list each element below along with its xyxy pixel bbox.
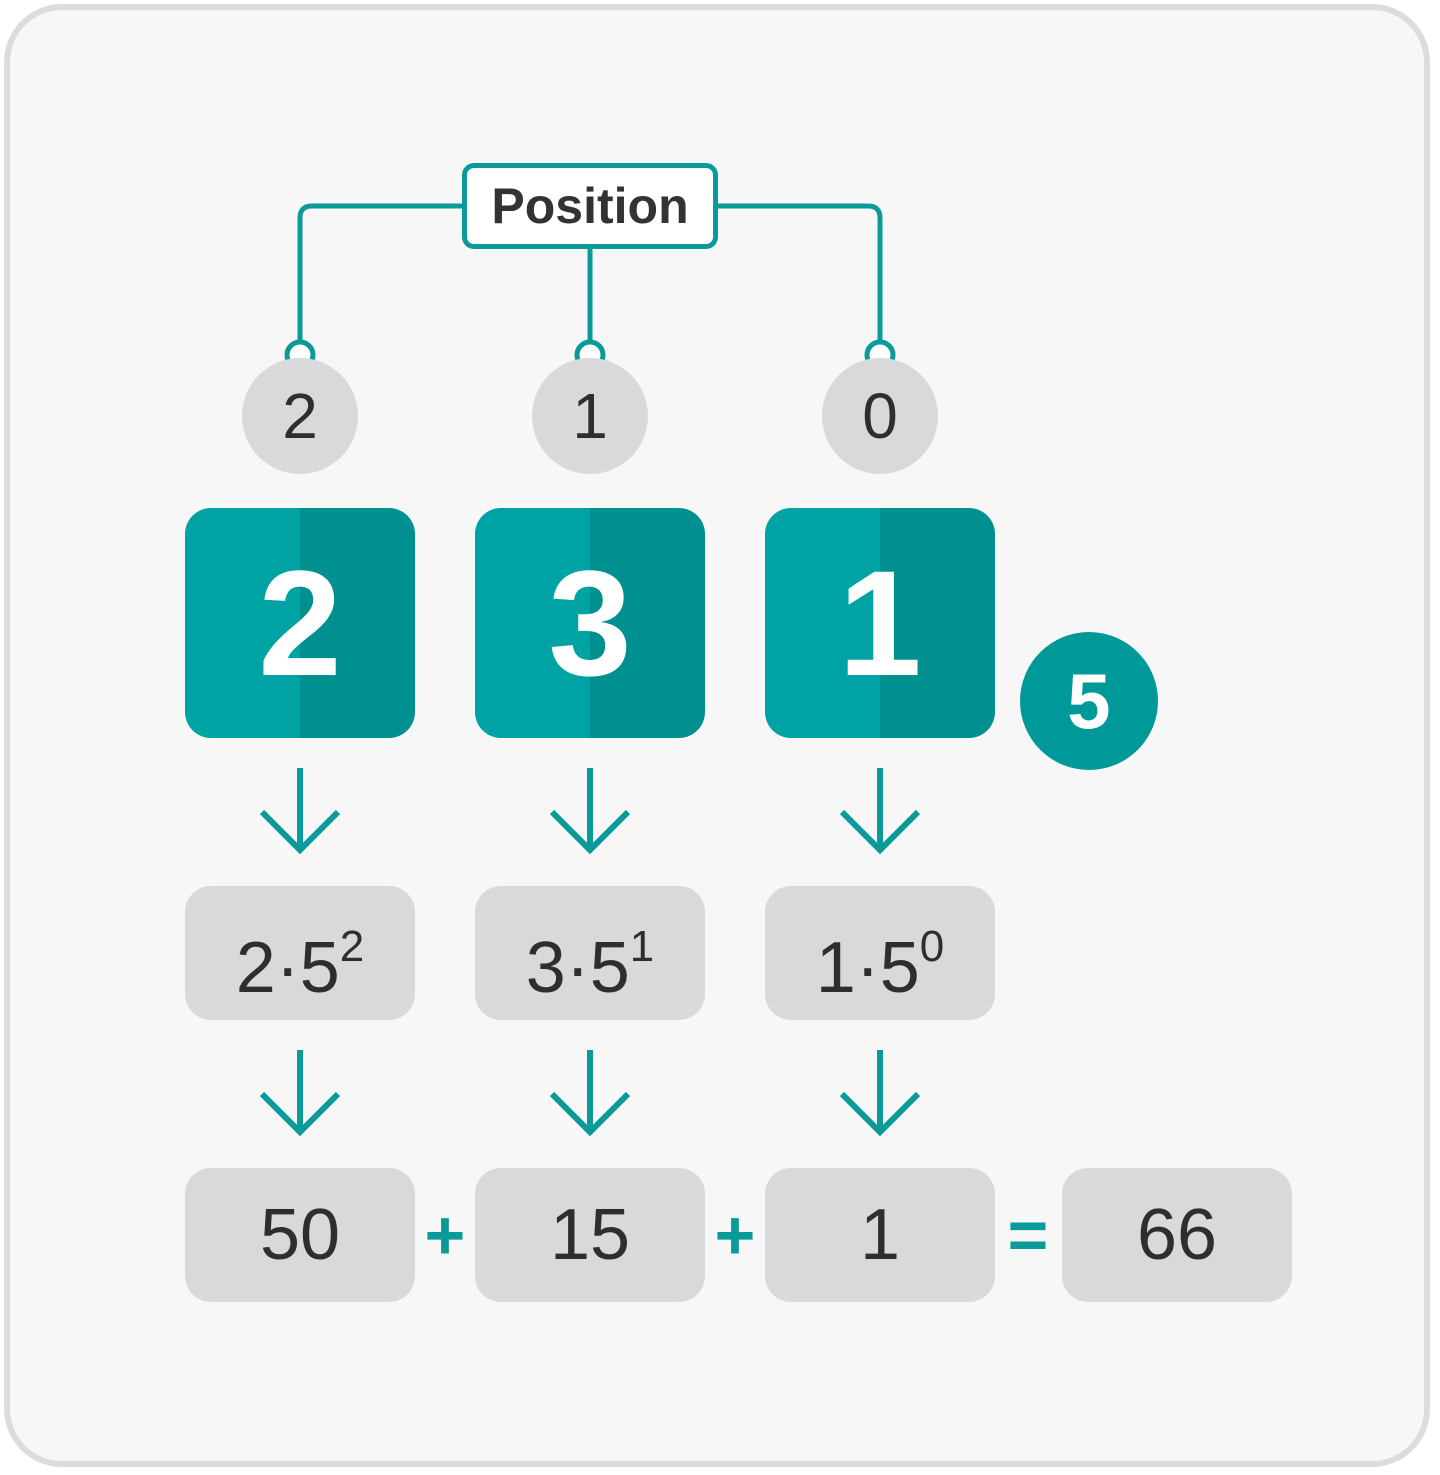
position-index-0: 0 [822, 358, 938, 474]
equals-operator: = [1007, 1196, 1049, 1274]
plus-operator: + [714, 1196, 756, 1274]
position-index-2: 2 [242, 358, 358, 474]
arrow-down-icon [839, 768, 921, 855]
arrow-down-icon [549, 1050, 631, 1137]
expansion-term: 2·52 [185, 886, 415, 1020]
expansion-term: 3·51 [475, 886, 705, 1020]
digit-box: 3 [475, 508, 705, 738]
arrow-down-icon [839, 1050, 921, 1137]
digit-box: 2 [185, 508, 415, 738]
arrow-down-icon [549, 768, 631, 855]
plus-operator: + [424, 1196, 466, 1274]
expansion-exponent: 0 [919, 922, 945, 971]
digit-box: 1 [765, 508, 995, 738]
expansion-term: 1·50 [765, 886, 995, 1020]
connector-right [718, 203, 883, 343]
position-label: Position [462, 163, 718, 249]
expansion-factor: 3·5 [525, 928, 630, 1008]
arrow-down-icon [259, 768, 341, 855]
expansion-factor: 2·5 [235, 928, 340, 1008]
term-value: 50 [185, 1168, 415, 1302]
base-badge: 5 [1020, 632, 1158, 770]
expansion-exponent: 1 [629, 922, 655, 971]
connector-left [297, 203, 462, 343]
term-value: 1 [765, 1168, 995, 1302]
term-value: 15 [475, 1168, 705, 1302]
total-value: 66 [1062, 1168, 1292, 1302]
expansion-factor: 1·5 [815, 928, 920, 1008]
position-index-1: 1 [532, 358, 648, 474]
expansion-exponent: 2 [339, 922, 365, 971]
arrow-down-icon [259, 1050, 341, 1137]
